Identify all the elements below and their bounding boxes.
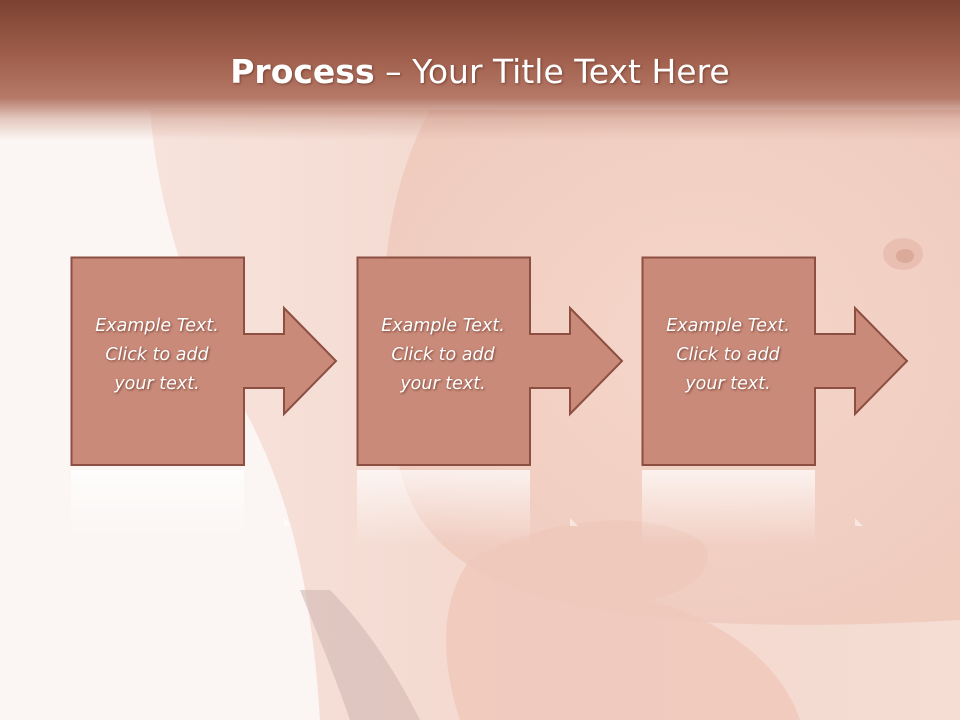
process-step-1[interactable]: Example Text. Click to add your text. xyxy=(70,256,340,468)
step-arrow-shape xyxy=(641,256,909,466)
title-rest: Your Title Text Here xyxy=(412,52,730,91)
step-arrow-shape xyxy=(356,256,624,466)
step-reflection xyxy=(642,470,863,545)
step-text-line: your text. xyxy=(400,374,486,394)
step-text-line: Click to add xyxy=(391,345,495,365)
step-text[interactable]: Example Text. Click to add your text. xyxy=(641,312,815,399)
step-text-line: Click to add xyxy=(105,345,209,365)
title-separator: – xyxy=(385,52,402,91)
slide-title[interactable]: Process – Your Title Text Here xyxy=(0,52,960,91)
process-step-2[interactable]: Example Text. Click to add your text. xyxy=(356,256,626,468)
step-text[interactable]: Example Text. Click to add your text. xyxy=(356,312,530,399)
step-text-line: Example Text. xyxy=(666,316,790,336)
step-text-line: Example Text. xyxy=(381,316,505,336)
step-arrow-shape xyxy=(70,256,338,466)
process-step-3[interactable]: Example Text. Click to add your text. xyxy=(641,256,911,468)
title-bold: Process xyxy=(230,52,375,91)
step-text-line: Example Text. xyxy=(95,316,219,336)
step-text-line: Click to add xyxy=(676,345,780,365)
step-text-line: your text. xyxy=(685,374,771,394)
step-reflection xyxy=(71,470,292,545)
step-text[interactable]: Example Text. Click to add your text. xyxy=(70,312,244,399)
step-text-line: your text. xyxy=(114,374,200,394)
step-reflection xyxy=(357,470,578,545)
title-band xyxy=(0,0,960,140)
